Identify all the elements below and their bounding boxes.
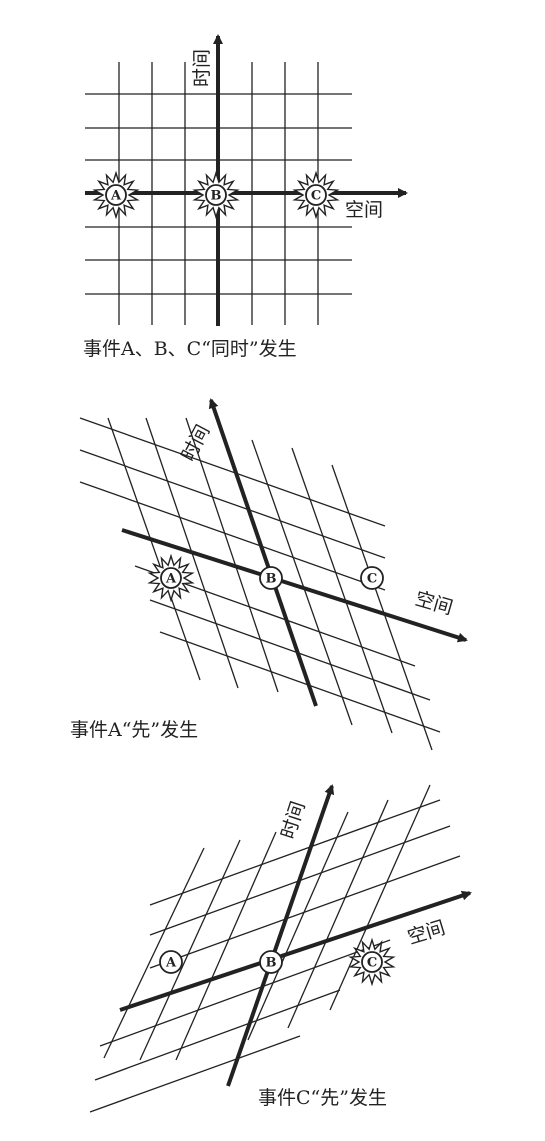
event-label: A: [165, 956, 177, 971]
panel-1-caption: 事件A、B、C“同时”发生: [83, 338, 297, 360]
event-markers: A B C A B C A B C: [92, 170, 396, 987]
event-label: B: [266, 956, 277, 971]
event-label: C: [367, 572, 377, 587]
panel-2-time-axis: [208, 398, 318, 707]
panel-2-event-c: C: [360, 566, 384, 590]
panel-3-event-a: A: [159, 950, 183, 974]
event-label: C: [367, 956, 377, 971]
panel-1-time-axis-label: 时间: [191, 49, 213, 87]
panel-2-space-axis: [121, 528, 468, 643]
panel-3-time-axis: [226, 784, 335, 1087]
event-label: A: [165, 572, 177, 587]
panel-3-space-axis: [119, 890, 472, 1012]
event-circle: [160, 567, 182, 589]
panel-2-event-a: A: [147, 553, 195, 603]
panel-3-caption: 事件C“先”发生: [258, 1087, 387, 1109]
event-circle: [361, 951, 383, 973]
event-circle: [360, 566, 384, 590]
panel-3-event-b: B: [259, 950, 283, 974]
panel-1-space-axis-label: 空间: [345, 199, 383, 221]
event-label: A: [110, 189, 122, 204]
panel-2-grid: [79, 417, 441, 751]
panel-3-event-c: C: [348, 937, 396, 987]
panel-2-space-axis-label: 空间: [413, 588, 456, 620]
event-circle: [259, 950, 283, 974]
event-circle: [105, 184, 127, 206]
panel-3-space-axis-label: 空间: [405, 917, 448, 949]
panel-2-caption: 事件A“先”发生: [70, 719, 198, 741]
event-label: C: [311, 189, 321, 204]
panel-3-time-axis-label: 时间: [277, 799, 310, 842]
panel-1-event-a: A: [92, 170, 140, 220]
event-label: B: [266, 572, 277, 587]
panel-1-event-b: B: [192, 170, 240, 220]
event-label: B: [211, 189, 222, 204]
panel-2-event-b: B: [259, 566, 283, 590]
event-circle: [259, 566, 283, 590]
event-circle: [205, 184, 227, 206]
panel-3-grid: [89, 784, 461, 1113]
event-circle: [305, 184, 327, 206]
panel-3-event-c-first: 时间 空间 事件C“先”发生: [89, 784, 472, 1113]
panel-1-event-c: C: [292, 170, 340, 220]
panel-2-time-axis-label: 时间: [177, 421, 214, 465]
panel-2-event-a-first: 时间 空间 事件A“先”发生: [70, 398, 468, 751]
event-circle: [159, 950, 183, 974]
